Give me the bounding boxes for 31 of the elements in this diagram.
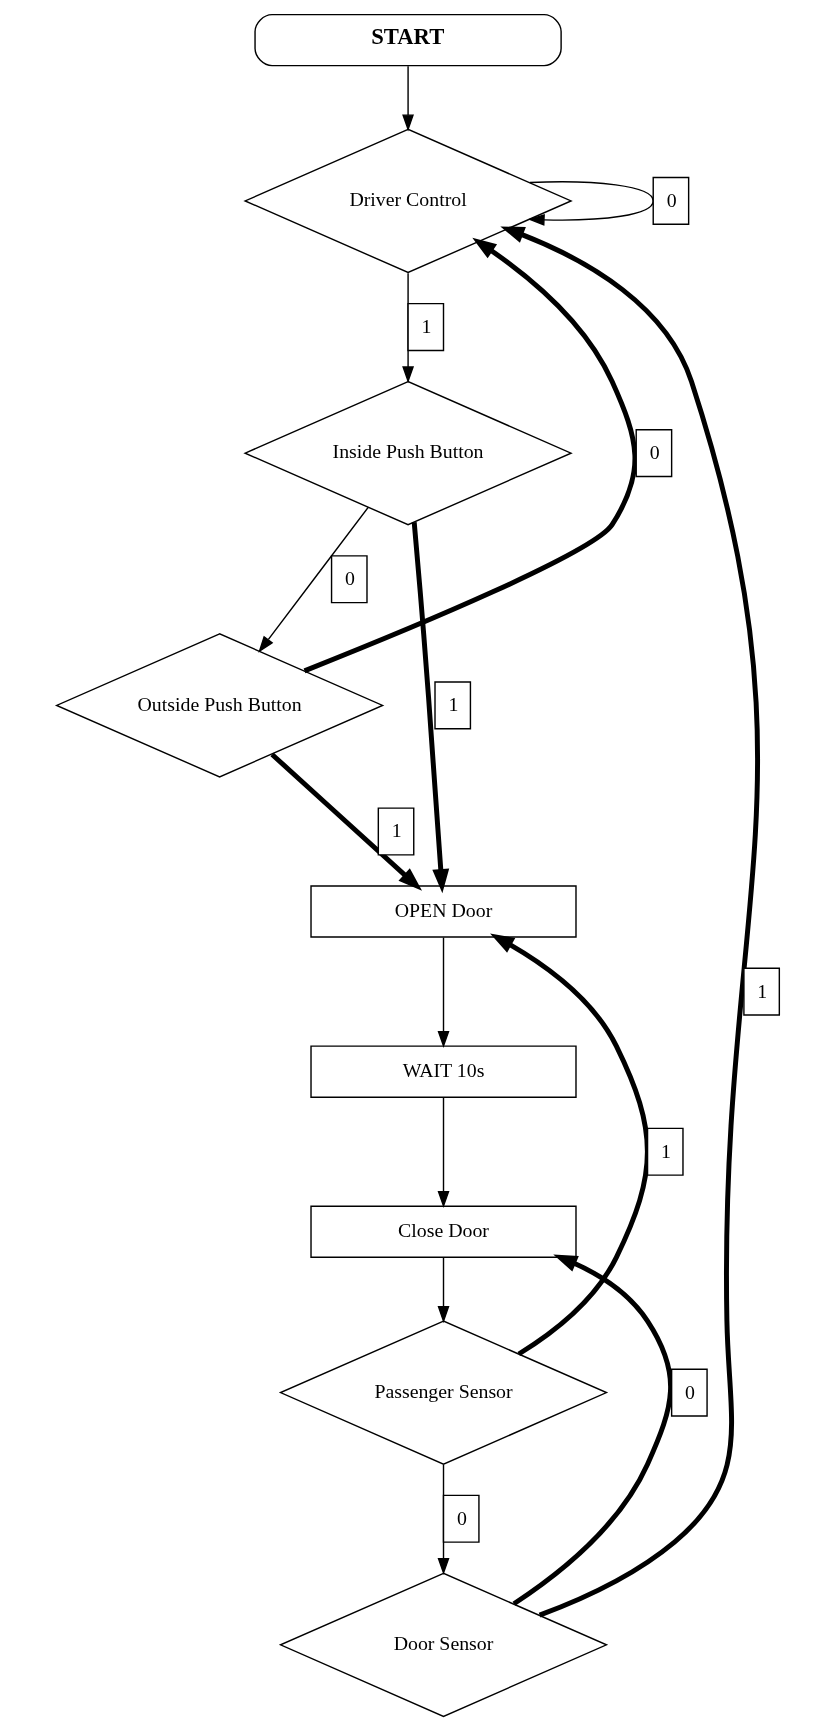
arrow [437, 1096, 449, 1209]
arrow [411, 522, 449, 894]
edge-label: 0 [344, 567, 355, 590]
arrow [437, 1257, 449, 1324]
node-box: Close Door [309, 1205, 577, 1258]
node-box: OPEN Door [309, 885, 577, 938]
edge-label: 1 [391, 819, 402, 842]
edge-label: 0 [649, 441, 660, 464]
arrow [401, 272, 414, 384]
node-diamond: Inside Push Button [242, 380, 573, 526]
edge-label: 1 [447, 693, 458, 716]
edge-label: 0 [666, 188, 677, 211]
arrow [489, 933, 650, 1357]
edge-label: 0 [456, 1506, 467, 1529]
node-box: WAIT 10s [309, 1045, 577, 1098]
arrow [437, 1464, 449, 1576]
edge-label: 1 [660, 1139, 671, 1162]
edge-label: 1 [756, 979, 767, 1002]
arrow [527, 181, 654, 226]
edge-label: 1 [421, 315, 431, 337]
node-diamond: Passenger Sensor [278, 1320, 608, 1465]
arrow [303, 237, 637, 674]
arrow [437, 936, 449, 1048]
arrow [269, 752, 422, 891]
edge-label: 0 [684, 1380, 695, 1403]
node-box: START [253, 13, 562, 67]
node-diamond: Door Sensor [278, 1572, 608, 1718]
arrow [499, 226, 760, 1618]
arrow [401, 65, 414, 132]
node-diamond: Driver Control [242, 128, 573, 274]
arrow [512, 1254, 673, 1606]
